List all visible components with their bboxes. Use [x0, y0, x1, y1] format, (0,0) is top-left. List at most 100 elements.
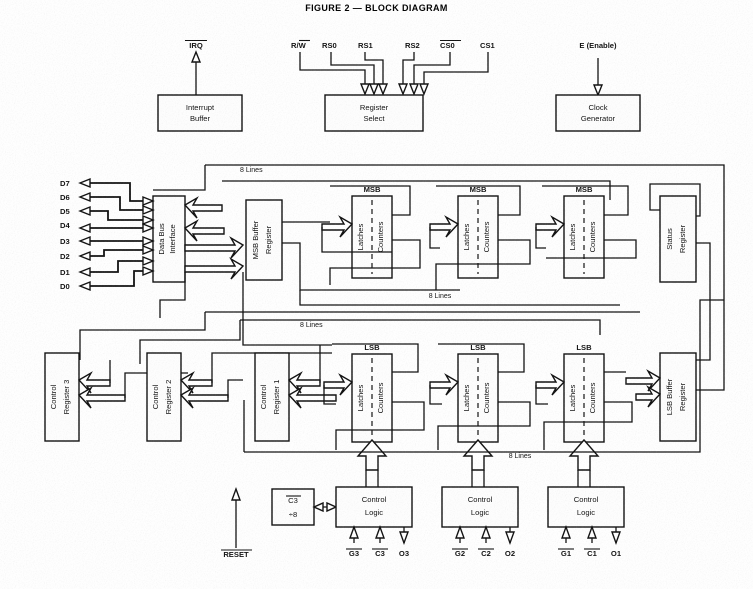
control-logic-3-line1: Control: [362, 495, 387, 504]
lsb-in-arrow-2: [429, 373, 460, 396]
interrupt-buffer-line1: Interrupt: [186, 103, 215, 112]
register-select-inputs: R/W RS0 RS1 RS2 CS0 CS1: [291, 39, 496, 96]
bus-label-lsb-lower: 8 Lines: [509, 453, 532, 460]
control-logic-block-3: Control Logic G3 C3 O3: [335, 470, 413, 558]
lsb-clock-arrow-3: [568, 438, 600, 471]
enable-signal-group: E (Enable): [579, 41, 617, 97]
data-pin-d2: D2: [60, 244, 155, 262]
msb-block-3: MSB Latches Counters: [535, 185, 637, 279]
data-pin-arrow-out-d5: [78, 205, 91, 217]
c3-arrowhead: [375, 524, 385, 539]
control-logic-2-line1: Control: [468, 495, 493, 504]
o1-label: O1: [611, 549, 622, 558]
interrupt-buffer-block: Interrupt Buffer: [157, 94, 243, 132]
cs1-arrowhead: [418, 83, 430, 96]
status-register-line2: Register: [678, 224, 687, 253]
data-pin-arrow-out-d1: [78, 266, 91, 278]
c3-label: C3: [375, 549, 385, 558]
g2-arrowhead: [455, 524, 465, 539]
data-pin-label-d5: D5: [60, 207, 70, 216]
control-logic-block-1: Control Logic G1 C1 O1: [547, 470, 625, 558]
rs2-arrowhead: [397, 83, 409, 96]
cs0-route: [413, 52, 451, 86]
control-register-1-line1: Control: [259, 384, 268, 409]
bus-label-lsb-upper: 8 Lines: [300, 322, 323, 329]
msb-in-arrow-3: [535, 215, 566, 238]
msb-counters-3: Counters: [588, 221, 597, 252]
secondary-bus-rail: [222, 180, 611, 200]
control-register-2-in-upper: [179, 371, 213, 394]
lsb-latches-3: Latches: [568, 385, 577, 412]
data-pin-arrow-in-d7: [142, 195, 155, 207]
bus-label-msb-lower: 8 Lines: [429, 293, 452, 300]
cs0-label: CS0: [440, 41, 455, 50]
data-pin-arrow-in-d4: [142, 222, 155, 234]
o3-arrowhead: [399, 531, 409, 546]
g3-arrowhead: [349, 524, 359, 539]
divider-line1: C3: [288, 496, 298, 505]
cr2-right-line: [227, 379, 243, 398]
o3-label: O3: [399, 549, 409, 558]
msb-latches-1: Latches: [356, 224, 365, 251]
data-pin-label-d4: D4: [60, 221, 70, 230]
data-pin-arrow-in-d0: [142, 265, 155, 277]
irq-arrowhead: [190, 50, 202, 63]
control-logic-3-line2: Logic: [365, 508, 383, 517]
o1-arrowhead: [611, 531, 621, 546]
status-register-block: Status Register: [649, 183, 711, 361]
reset-label: RESET: [223, 550, 249, 559]
data-pin-label-d0: D0: [60, 282, 70, 291]
msb-block-2: MSB Latches Counters: [429, 185, 531, 290]
control-register-1-in-upper: [287, 371, 321, 394]
data-bus-interface-block: Data Bus Interface: [152, 195, 186, 283]
control-logic-1-line1: Control: [574, 495, 599, 504]
lsb-counters-1: Counters: [376, 382, 385, 413]
register-select-line1: Register: [360, 103, 389, 112]
g3-label: G3: [349, 549, 359, 558]
mid-bus-left-drop: [79, 312, 206, 360]
clock-generator-block: Clock Generator: [555, 94, 641, 132]
msb-in-arrow-1: [321, 215, 354, 238]
o2-label: O2: [505, 549, 515, 558]
control-logic-rect-1: [547, 486, 625, 528]
lsb-buffer-in-upper: [625, 369, 662, 392]
msb-latches-3: Latches: [568, 224, 577, 251]
g2-label: G2: [455, 549, 465, 558]
control-register-3-line1: Control: [49, 384, 58, 409]
dbi-bus-arrow-lower: [183, 219, 225, 242]
data-pin-arrow-out-d7: [78, 177, 91, 189]
data-pin-d7: D7: [60, 177, 155, 207]
lsb-in-arrow-1: [323, 373, 354, 396]
reset-signal-group: RESET: [221, 486, 252, 559]
data-pin-arrow-out-d0: [78, 280, 91, 292]
lsb-block-3: LSB Latches Counters: [535, 343, 633, 471]
dbi-bus-arrow-upper: [183, 196, 223, 219]
data-pin-d3: D3: [60, 235, 155, 247]
rs0-arrowhead: [368, 83, 380, 96]
c1-label: C1: [587, 549, 597, 558]
divider-link-arrow-right: [326, 501, 338, 513]
data-pin-arrow-in-d5: [142, 214, 155, 226]
data-bus-interface-line2: Interface: [168, 224, 177, 254]
msb-counters-2: Counters: [482, 221, 491, 252]
msb-buffer-register-line1: MSB Buffer: [251, 220, 260, 259]
data-pin-d4: D4: [60, 221, 155, 234]
msb-buffer-register-line2: Register: [264, 225, 273, 254]
top-bus-to-dbi: [153, 165, 206, 191]
lsb-buffer-register-block: LSB Buffer Register: [625, 352, 697, 442]
data-pin-arrow-out-d2: [78, 250, 91, 262]
reset-arrowhead: [231, 486, 241, 501]
msb-in-arrow-2: [429, 215, 460, 238]
lsb-latches-1: Latches: [356, 385, 365, 412]
g1-arrowhead: [561, 524, 571, 539]
register-select-line2: Select: [363, 114, 385, 123]
cs1-label: CS1: [480, 41, 496, 50]
lsb-buffer-register-line1: LSB Buffer: [665, 378, 674, 415]
dbi-to-msb-buffer-arrow: [184, 236, 245, 259]
control-logic-block-2: Control Logic G2 C2 O2: [441, 470, 519, 558]
divider-block: C3 ÷8: [271, 488, 338, 526]
control-register-2-line1: Control: [151, 384, 160, 409]
dbi-to-cr1-connector: [242, 272, 332, 346]
